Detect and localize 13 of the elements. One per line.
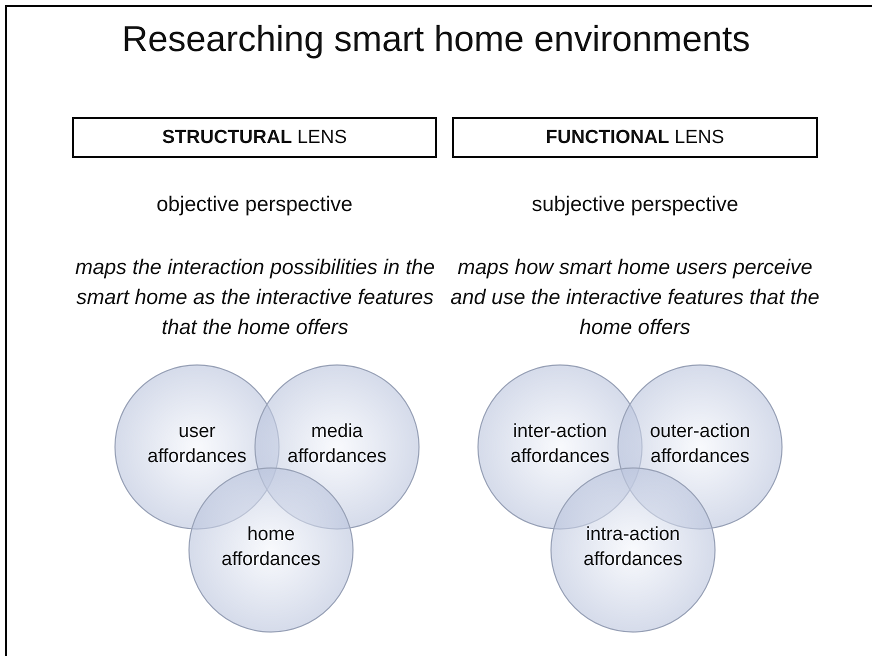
description-text: maps the interaction possibilities in the smart home as the interactive features that the home offers bbox=[74, 255, 436, 341]
lens-heading-box: FUNCTIONAL LENS bbox=[452, 117, 818, 158]
circle-label: inter-action affordances bbox=[510, 420, 610, 469]
perspective-label: subjective perspective bbox=[530, 192, 740, 218]
circle-label: home affordances bbox=[220, 523, 322, 572]
diagram-title: Researching smart home environments bbox=[120, 18, 752, 60]
perspective-label: objective perspective bbox=[155, 192, 354, 218]
description-text: maps how smart home users perceive and use the interactive features that the home offers bbox=[450, 255, 820, 341]
circle-label: intra-action affordances bbox=[582, 523, 684, 572]
lens-heading-box: STRUCTURAL LENS bbox=[72, 117, 437, 158]
circle-label: outer-action affordances bbox=[648, 420, 752, 469]
circle-label: user affordances bbox=[146, 420, 248, 469]
circle-label: media affordances bbox=[286, 420, 388, 469]
